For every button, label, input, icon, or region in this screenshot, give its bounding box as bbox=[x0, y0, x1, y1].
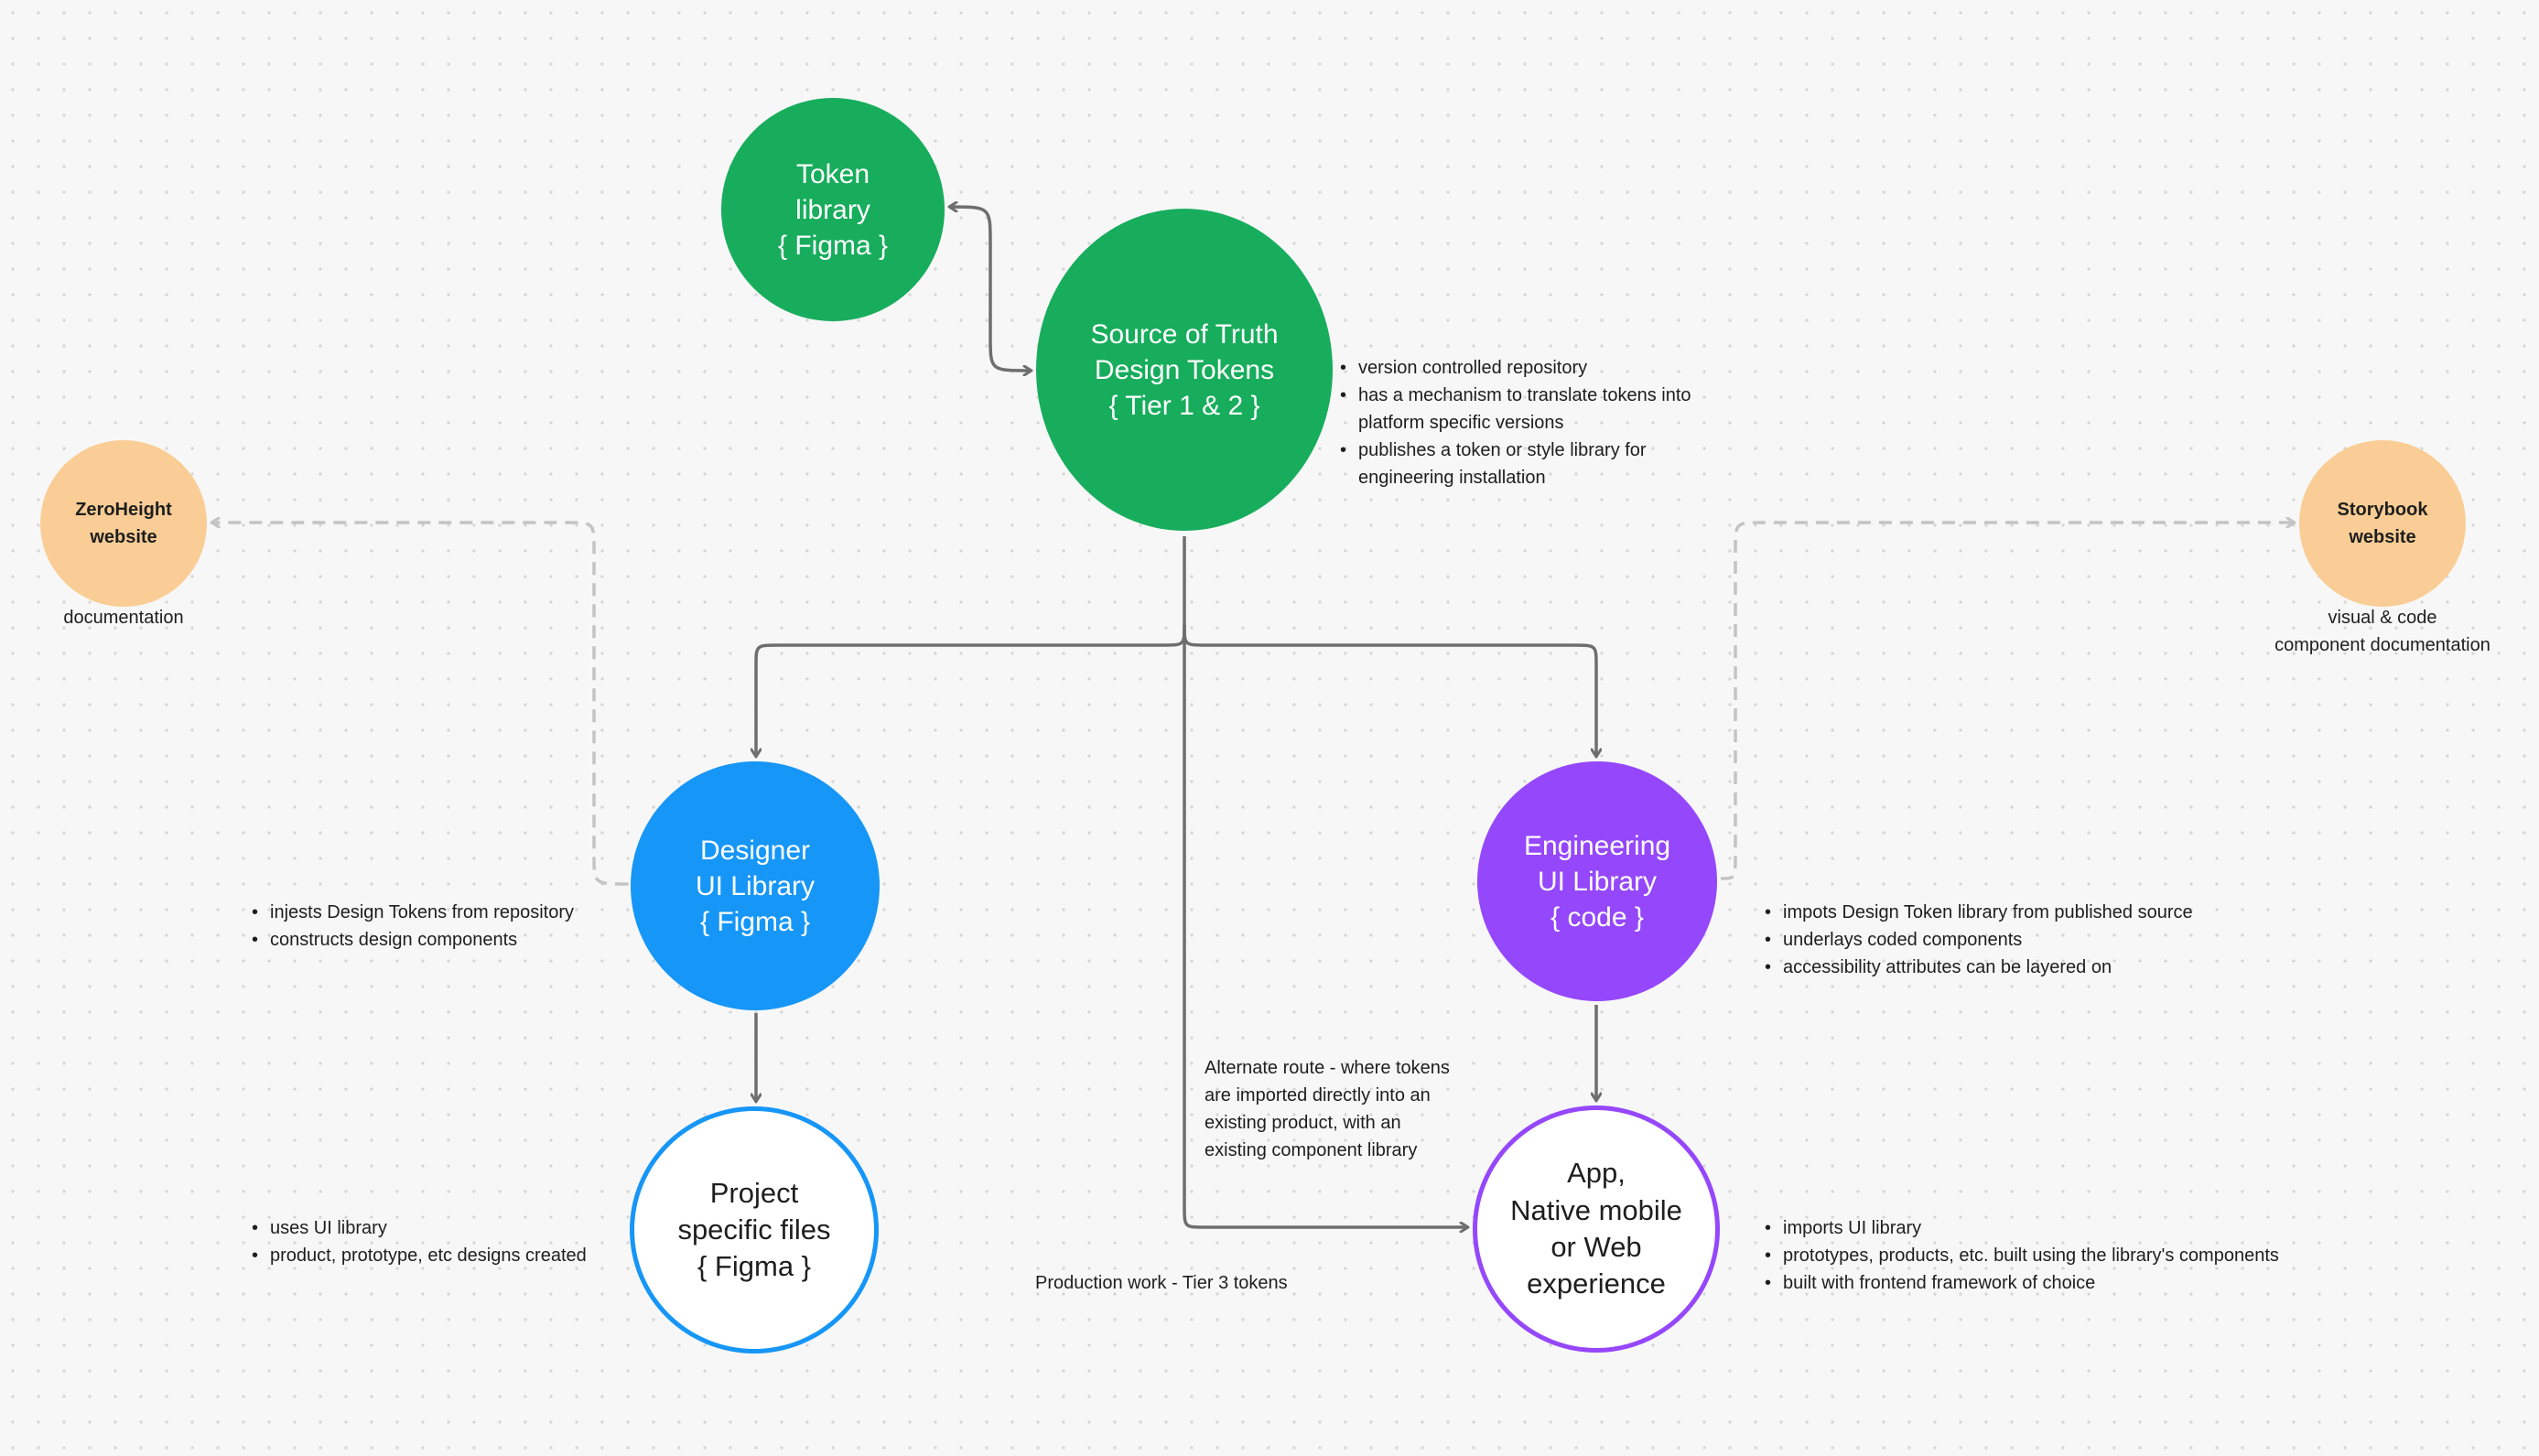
connector-source-to-engineering bbox=[1183, 624, 1596, 756]
app-line-1: App, bbox=[1567, 1157, 1626, 1190]
storybook-caption-line-1: visual & code bbox=[2328, 608, 2437, 628]
production-work-label: Production work - Tier 3 tokens bbox=[1035, 1273, 1288, 1293]
zeroheight-line-1: ZeroHeight bbox=[75, 500, 172, 520]
alternate-route-line-4: existing component library bbox=[1205, 1140, 1418, 1160]
note-item: publishes a token or style library for bbox=[1340, 437, 1691, 464]
note-item: engineering installation bbox=[1340, 464, 1691, 491]
engineering-ui-notes: impots Design Token library from publish… bbox=[1765, 899, 2193, 981]
storybook-line-2: website bbox=[2349, 527, 2416, 547]
app-line-3: or Web bbox=[1550, 1231, 1642, 1263]
note-item: injests Design Tokens from repository bbox=[252, 899, 574, 926]
project-files-notes: uses UI library product, prototype, etc … bbox=[252, 1214, 587, 1269]
alternate-route-line-2: are imported directly into an bbox=[1205, 1085, 1431, 1105]
storybook-node[interactable]: Storybook website bbox=[2299, 440, 2466, 607]
note-continuation: engineering installation bbox=[1358, 468, 1546, 488]
note-item: uses UI library bbox=[252, 1214, 587, 1242]
token-library-line-2: library bbox=[795, 194, 870, 225]
source-of-truth-node[interactable]: Source of Truth Design Tokens { Tier 1 &… bbox=[1036, 209, 1333, 531]
note-item: impots Design Token library from publish… bbox=[1765, 899, 2193, 926]
project-files-line-2: specific files bbox=[677, 1213, 831, 1246]
source-of-truth-notes: version controlled repository has a mech… bbox=[1340, 354, 1691, 491]
source-of-truth-line-1: Source of Truth bbox=[1090, 318, 1279, 350]
zeroheight-line-2: website bbox=[90, 527, 157, 547]
source-of-truth-line-3: { Tier 1 & 2 } bbox=[1108, 390, 1260, 421]
app-line-2: Native mobile bbox=[1510, 1193, 1682, 1226]
designer-ui-line-1: Designer bbox=[699, 835, 811, 866]
note-item: accessibility attributes can be layered … bbox=[1765, 954, 2193, 981]
alternate-route-line-1: Alternate route - where tokens bbox=[1205, 1058, 1450, 1078]
alternate-route-line-3: existing product, with an bbox=[1205, 1113, 1401, 1133]
note-item: product, prototype, etc designs created bbox=[252, 1242, 587, 1269]
note-item: underlays coded components bbox=[1765, 926, 2193, 954]
designer-ui-line-2: UI Library bbox=[695, 870, 816, 901]
source-of-truth-line-2: Design Tokens bbox=[1094, 354, 1275, 385]
token-library-line-3: { Figma } bbox=[777, 230, 889, 261]
engineering-ui-line-1: Engineering bbox=[1523, 830, 1671, 861]
note-item: platform specific versions bbox=[1340, 409, 1691, 437]
zeroheight-caption: documentation bbox=[63, 608, 184, 628]
note-item: built with frontend framework of choice bbox=[1765, 1269, 2279, 1297]
alternate-route-label: Alternate route - where tokens are impor… bbox=[1205, 1054, 1450, 1164]
note-item: has a mechanism to translate tokens into bbox=[1340, 382, 1691, 409]
project-files-line-3: { Figma } bbox=[697, 1250, 812, 1283]
designer-ui-notes: injests Design Tokens from repository co… bbox=[252, 899, 574, 954]
note-item: prototypes, products, etc. built using t… bbox=[1765, 1242, 2279, 1269]
connector-source-to-app bbox=[1183, 625, 1467, 1227]
designer-ui-library-node[interactable]: Designer UI Library { Figma } bbox=[631, 761, 880, 1010]
connector-token-to-source bbox=[950, 207, 1031, 371]
engineering-ui-line-2: UI Library bbox=[1537, 866, 1658, 897]
connector-source-to-designer bbox=[756, 536, 1186, 756]
app-line-4: experience bbox=[1527, 1267, 1666, 1300]
engineering-ui-library-node[interactable]: Engineering UI Library { code } bbox=[1477, 761, 1717, 1001]
project-files-line-1: Project bbox=[709, 1176, 799, 1209]
note-item: constructs design components bbox=[252, 926, 574, 954]
note-item: version controlled repository bbox=[1340, 354, 1691, 382]
app-notes: imports UI library prototypes, products,… bbox=[1765, 1214, 2279, 1297]
app-node[interactable]: App, Native mobile or Web experience bbox=[1473, 1105, 1720, 1353]
note-item: imports UI library bbox=[1765, 1214, 2279, 1242]
zeroheight-node[interactable]: ZeroHeight website bbox=[40, 440, 207, 607]
connector-designer-to-zeroheight bbox=[212, 523, 629, 886]
project-files-node[interactable]: Project specific files { Figma } bbox=[630, 1106, 879, 1354]
storybook-caption-line-2: component documentation bbox=[2274, 635, 2490, 655]
storybook-caption: visual & code component documentation bbox=[2245, 604, 2520, 659]
token-library-line-1: Token bbox=[795, 158, 870, 189]
connector-engineering-to-storybook bbox=[1720, 523, 2294, 880]
engineering-ui-line-3: { code } bbox=[1550, 901, 1644, 933]
note-continuation: platform specific versions bbox=[1358, 413, 1564, 433]
token-library-node[interactable]: Token library { Figma } bbox=[721, 98, 945, 321]
designer-ui-line-3: { Figma } bbox=[699, 906, 811, 937]
storybook-line-1: Storybook bbox=[2337, 500, 2428, 520]
